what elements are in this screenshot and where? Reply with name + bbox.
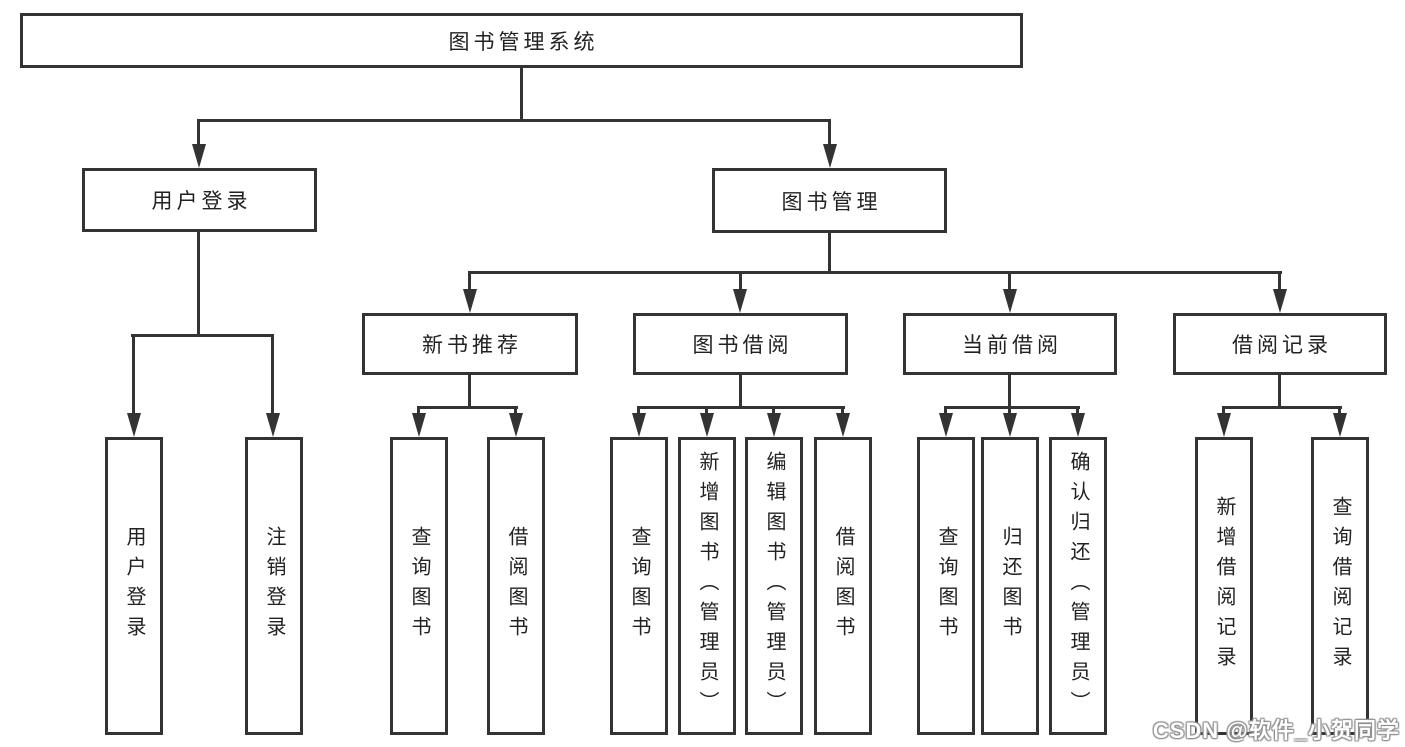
- connector-section1-stem: [468, 375, 471, 408]
- node-new-book-recommend: 新书推荐: [362, 313, 578, 375]
- arrowhead-leaf: [412, 413, 426, 437]
- arrowhead-user-branch: [192, 144, 206, 168]
- arrowhead-leaf: [1071, 413, 1085, 437]
- leaf-label: 新增借阅记录: [1213, 496, 1235, 676]
- arrowhead-section4: [1273, 289, 1287, 313]
- connector-section2-drop: [739, 272, 742, 292]
- connector-book-branch-drop: [828, 120, 831, 148]
- connector-section1-drop: [468, 272, 471, 292]
- arrowhead-leaf: [509, 413, 523, 437]
- connector-section3-child-elbow: [944, 406, 1080, 409]
- node-leaf-add-books-admin: 新增图书（管理员）: [678, 437, 736, 735]
- node-user-login-branch: 用户登录: [82, 168, 317, 232]
- node-leaf-query-books-borrow: 查询图书: [610, 437, 668, 735]
- csdn-watermark: CSDN @软件_小贺同学: [1152, 718, 1400, 743]
- connector-book-stem: [828, 233, 831, 274]
- connector-user-elbow: [131, 334, 274, 337]
- arrowhead-leaf: [939, 413, 953, 437]
- node-leaf-query-books-recommend: 查询图书: [390, 437, 448, 735]
- leaf-label: 新增图书（管理员）: [696, 451, 718, 721]
- leaf-label: 查询图书: [408, 526, 430, 646]
- arrowhead-leaf: [632, 413, 646, 437]
- connector-section2-stem: [739, 375, 742, 408]
- leaf-label: 借阅图书: [505, 526, 527, 646]
- connector-user-branch-drop: [197, 120, 200, 148]
- node-leaf-query-books-current: 查询图书: [917, 437, 975, 735]
- node-leaf-user-login: 用户登录: [105, 437, 163, 735]
- node-leaf-borrow-books-recommend: 借阅图书: [487, 437, 545, 735]
- leaf-label: 查询图书: [935, 526, 957, 646]
- arrowhead-section3: [1003, 289, 1017, 313]
- arrowhead-book-branch: [823, 144, 837, 168]
- leaf-label: 查询借阅记录: [1329, 496, 1351, 676]
- arrowhead-leaf: [836, 413, 850, 437]
- arrowhead-leaf: [1217, 413, 1231, 437]
- connector-level1-elbow: [197, 119, 831, 122]
- leaf-label: 编辑图书（管理员）: [763, 451, 785, 721]
- node-book-borrow: 图书借阅: [633, 313, 848, 375]
- node-leaf-borrow-books: 借阅图书: [814, 437, 872, 735]
- connector-section3-stem: [1008, 375, 1011, 408]
- connector-section4-child-elbow: [1222, 406, 1342, 409]
- connector-section4-stem: [1278, 375, 1281, 408]
- leaf-label: 用户登录: [123, 526, 145, 646]
- connector-user-child1-drop: [132, 335, 135, 419]
- node-leaf-confirm-return-admin: 确认归还（管理员）: [1049, 437, 1107, 735]
- leaf-label: 借阅图书: [832, 526, 854, 646]
- arrowhead-section1: [463, 289, 477, 313]
- leaf-label: 归还图书: [999, 526, 1021, 646]
- node-borrow-records: 借阅记录: [1173, 313, 1387, 375]
- node-root: 图书管理系统: [20, 13, 1023, 68]
- arrowhead-leaf: [1333, 413, 1347, 437]
- connector-section1-child-elbow: [417, 406, 518, 409]
- leaf-label: 确认归还（管理员）: [1067, 451, 1089, 721]
- node-book-management-branch: 图书管理: [712, 168, 947, 233]
- node-leaf-edit-books-admin: 编辑图书（管理员）: [745, 437, 803, 735]
- node-leaf-return-books: 归还图书: [981, 437, 1039, 735]
- arrowhead-leaf: [1003, 413, 1017, 437]
- connector-section4-drop: [1278, 272, 1281, 292]
- arrowhead-section2: [733, 289, 747, 313]
- node-leaf-query-borrow-record: 查询借阅记录: [1311, 437, 1369, 735]
- leaf-label: 查询图书: [628, 526, 650, 646]
- connector-book-elbow: [468, 271, 1282, 274]
- node-current-borrow: 当前借阅: [903, 313, 1117, 375]
- leaf-label: 注销登录: [263, 526, 285, 646]
- connector-user-stem: [197, 232, 200, 336]
- connector-section3-drop: [1008, 272, 1011, 292]
- arrowhead-user-child2: [266, 413, 280, 437]
- connector-user-child2-drop: [271, 335, 274, 419]
- node-leaf-add-borrow-record: 新增借阅记录: [1195, 437, 1253, 735]
- connector-section2-child-elbow: [637, 406, 845, 409]
- arrowhead-leaf: [767, 413, 781, 437]
- connector-root-stem: [520, 68, 523, 121]
- node-leaf-logout: 注销登录: [245, 437, 303, 735]
- arrowhead-leaf: [700, 413, 714, 437]
- arrowhead-user-child1: [127, 413, 141, 437]
